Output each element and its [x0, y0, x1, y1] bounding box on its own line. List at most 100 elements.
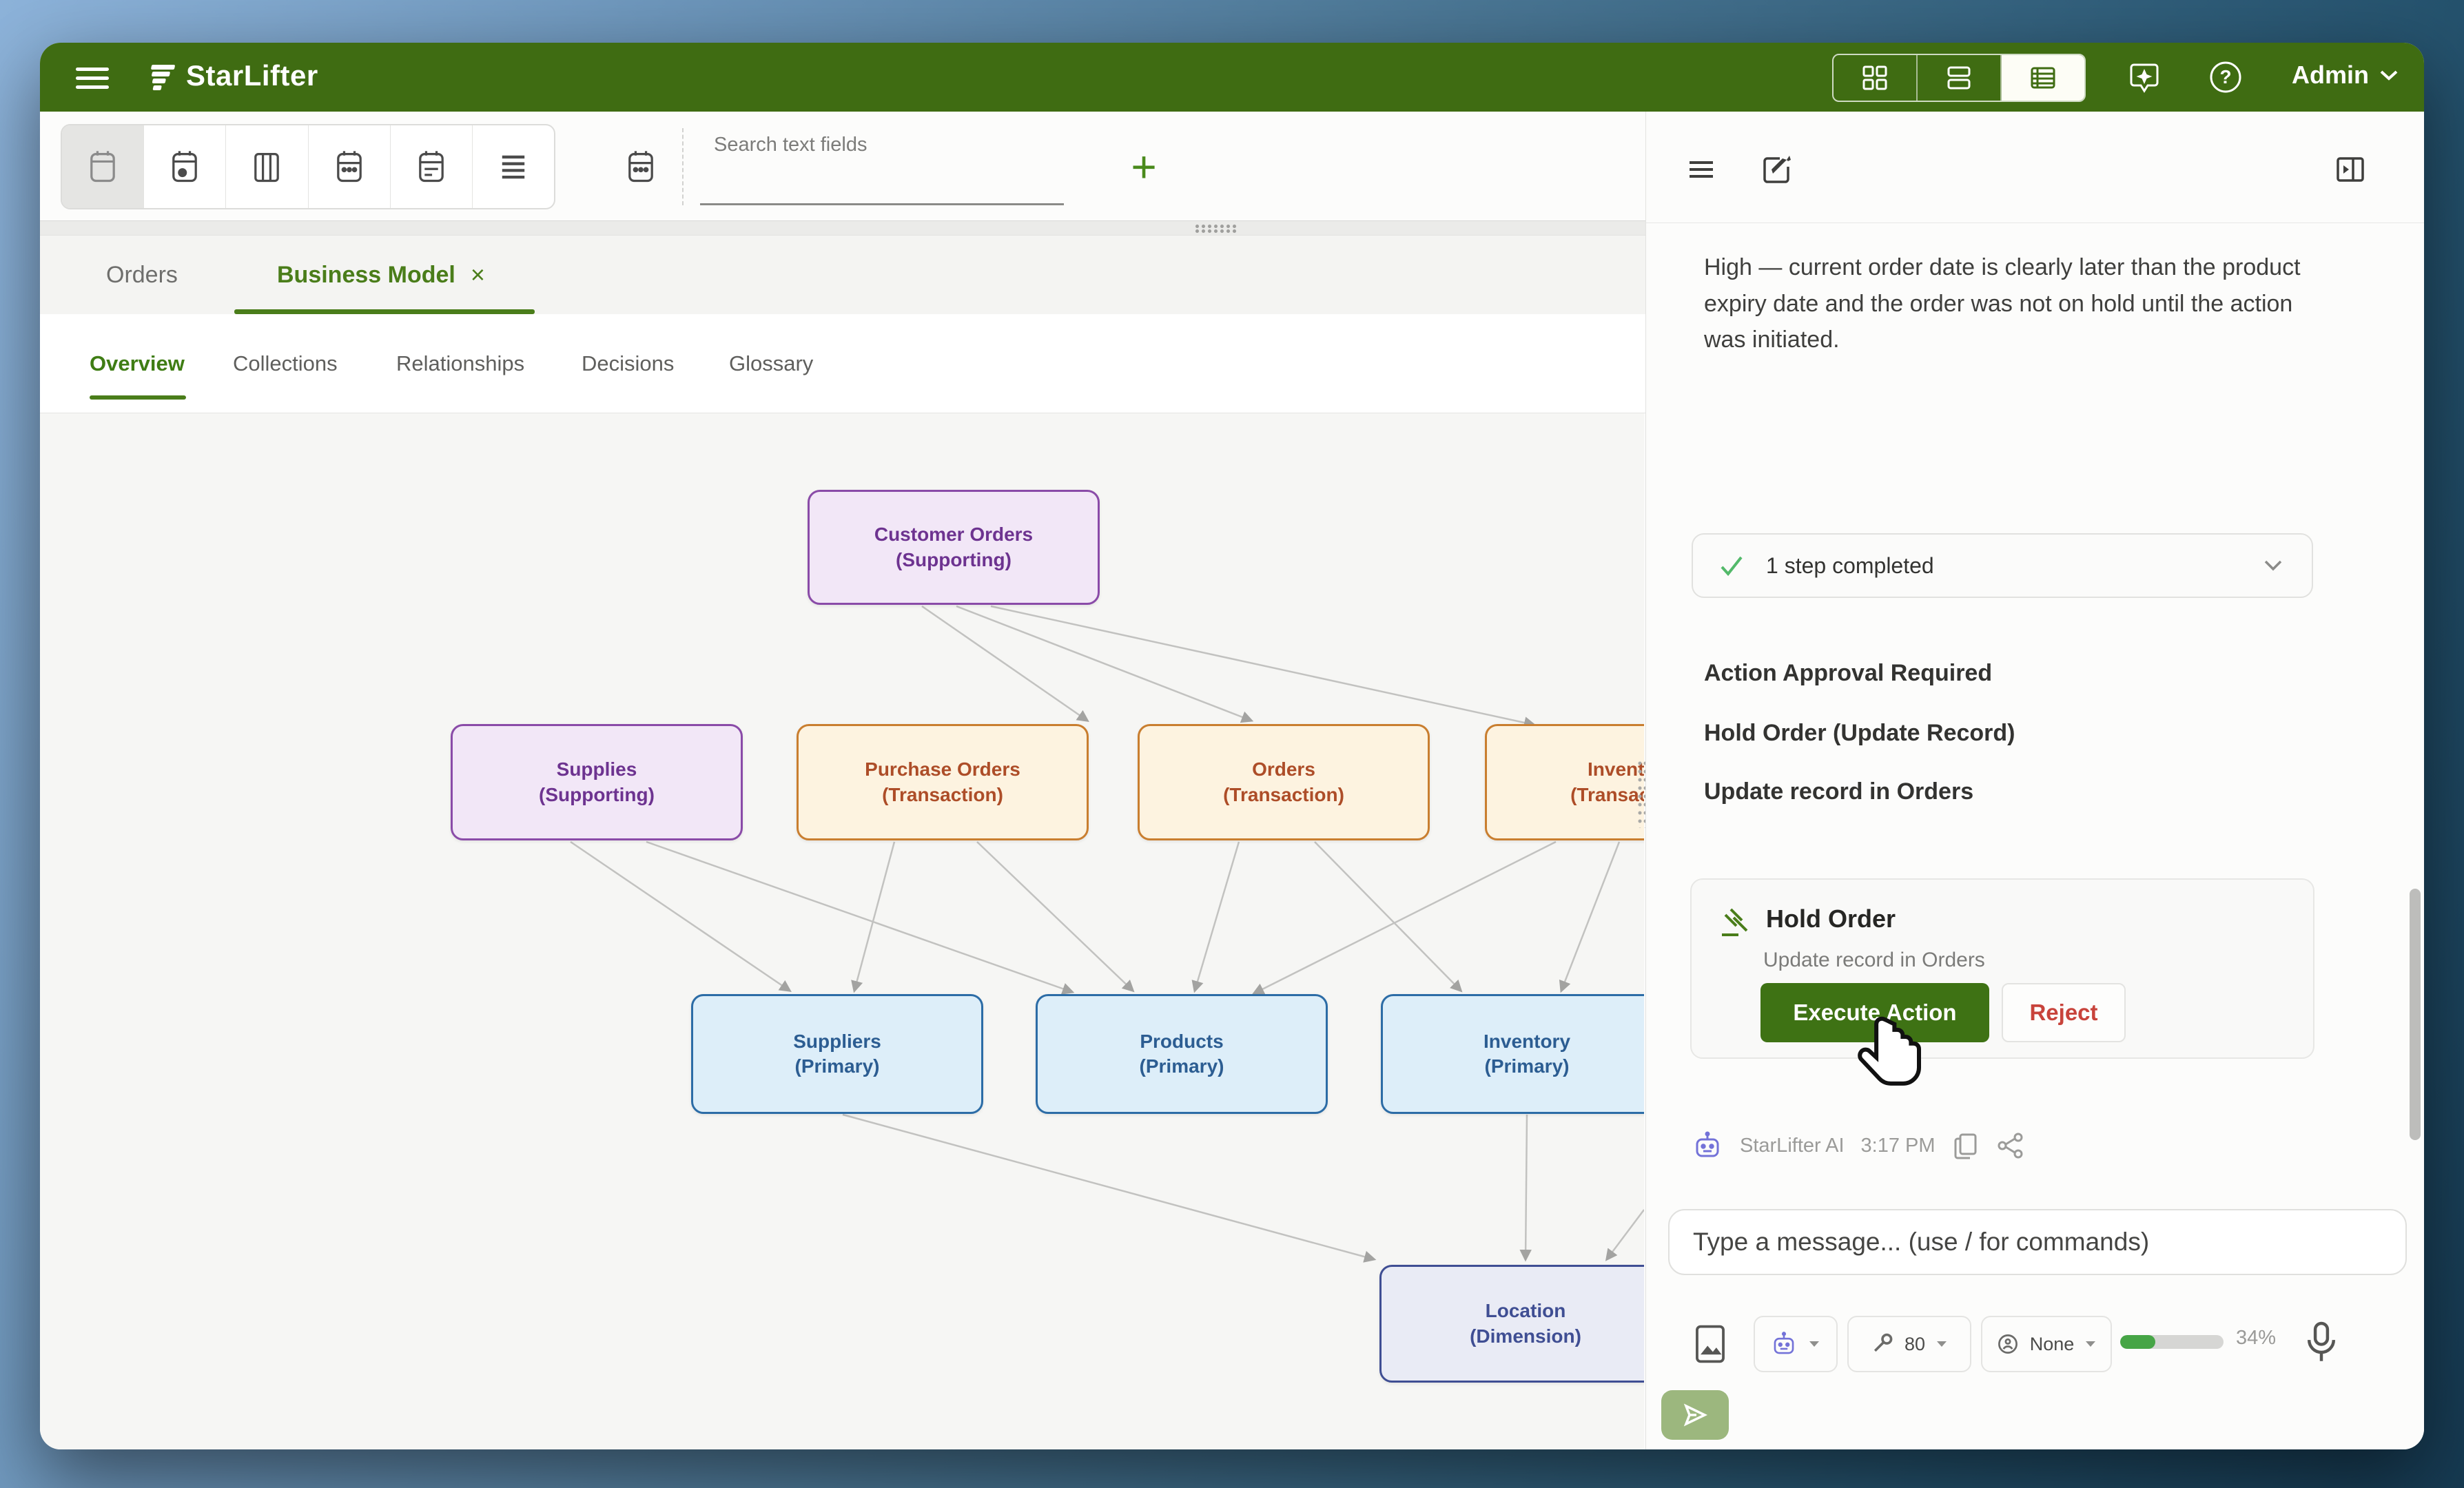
journal-icon — [90, 151, 115, 183]
context-usage-percent: 34% — [2236, 1327, 2277, 1349]
panel-scrollbar[interactable] — [2410, 889, 2421, 1140]
caret-down-icon — [1937, 1341, 1947, 1347]
approval-heading: Action Approval Required — [1704, 660, 1993, 686]
send-icon — [1683, 1403, 1708, 1427]
image-icon — [1696, 1325, 1725, 1363]
robot-icon — [1774, 1332, 1794, 1354]
share-icon[interactable] — [1996, 1131, 2025, 1160]
app-logo[interactable]: StarLifter — [143, 59, 318, 92]
active-subtab-underline — [90, 395, 186, 400]
split-view-button[interactable] — [1918, 55, 2002, 101]
search-underline — [700, 203, 1064, 205]
layout-toggle-group — [61, 124, 555, 209]
approval-action: Hold Order (Update Record) — [1704, 720, 2015, 746]
toolbar-divider — [682, 128, 684, 205]
persona-value: None — [2029, 1333, 2075, 1354]
subtab-relationships[interactable]: Relationships — [396, 351, 525, 375]
attach-image-button[interactable] — [1686, 1316, 1734, 1372]
token-limit-dropdown[interactable]: 80 — [1847, 1316, 1971, 1372]
columns-view-button[interactable] — [226, 125, 309, 208]
gavel-icon — [1722, 908, 1748, 936]
list-view-button[interactable] — [473, 125, 554, 208]
chat-menu-button[interactable] — [1682, 150, 1721, 189]
diagram-node-inventory-transaction[interactable]: Inventory(Transaction) — [1485, 724, 1644, 840]
diagram-canvas[interactable]: Customer Orders(Supporting) Supplies(Sup… — [40, 413, 1644, 1449]
grid-view-button[interactable] — [1834, 55, 1918, 101]
tab-strip: Orders Business Model × — [40, 236, 1645, 314]
diagram-node-location[interactable]: Location(Dimension) — [1379, 1265, 1644, 1383]
hamburger-menu-icon[interactable] — [76, 62, 109, 92]
calendar-dots-view-button[interactable] — [309, 125, 391, 208]
close-tab-icon[interactable]: × — [470, 260, 485, 289]
send-message-button[interactable] — [1661, 1390, 1729, 1440]
svg-text:?: ? — [2219, 66, 2231, 87]
collapse-panel-button[interactable] — [2331, 150, 2370, 189]
app-header: StarLifter — [40, 43, 2424, 112]
new-chat-button[interactable] — [1758, 150, 1796, 189]
steps-completed-accordion[interactable]: 1 step completed — [1692, 533, 2313, 598]
panel-overflow-menu[interactable] — [2408, 150, 2424, 189]
funnel-logo-icon — [151, 65, 175, 90]
table-view-icon — [2031, 67, 2055, 89]
search-placeholder: Search text fields — [714, 134, 867, 156]
divider-band — [40, 220, 1645, 236]
horizontal-drag-grip[interactable] — [1194, 224, 1237, 234]
message-meta-row: StarLifter AI 3:17 PM — [1692, 1130, 2025, 1161]
action-card-title: Hold Order — [1766, 905, 1896, 933]
calendar-agenda-view-button[interactable] — [391, 125, 473, 208]
logo-text: StarLifter — [186, 59, 318, 92]
search-field[interactable]: Search text fields — [700, 125, 1065, 208]
app-window: StarLifter — [40, 43, 2424, 1449]
subtab-collections[interactable]: Collections — [233, 351, 338, 375]
diagram-node-inventory-primary[interactable]: Inventory(Primary) — [1381, 994, 1644, 1114]
diagram-node-purchase-orders[interactable]: Purchase Orders(Transaction) — [797, 724, 1089, 840]
admin-menu[interactable]: Admin — [2292, 61, 2399, 90]
diagram-node-customer-orders[interactable]: Customer Orders(Supporting) — [808, 490, 1100, 605]
ai-chat-panel: High — current order date is clearly lat… — [1645, 112, 2424, 1449]
tab-business-model[interactable]: Business Model × — [277, 260, 485, 289]
diagram-node-orders[interactable]: Orders(Transaction) — [1138, 724, 1430, 840]
grid-view-icon — [1862, 65, 1887, 90]
subtab-overview[interactable]: Overview — [90, 351, 185, 375]
admin-label: Admin — [2292, 61, 2369, 89]
microphone-icon — [2307, 1321, 2336, 1361]
microphone-button[interactable] — [2302, 1319, 2346, 1370]
tab-orders[interactable]: Orders — [106, 261, 178, 288]
copy-icon[interactable] — [1952, 1130, 1980, 1161]
execute-action-button[interactable]: Execute Action — [1760, 983, 1989, 1042]
journal-dot-icon — [172, 151, 198, 183]
caret-down-icon — [1809, 1341, 1819, 1347]
message-timestamp: 3:17 PM — [1860, 1134, 1936, 1157]
hamburger-icon — [1690, 161, 1713, 178]
approval-detail: Update record in Orders — [1704, 778, 1974, 805]
add-button[interactable]: + — [1131, 142, 1157, 192]
reject-button[interactable]: Reject — [2002, 983, 2126, 1042]
chat-input[interactable]: Type a message... (use / for commands) — [1668, 1209, 2407, 1275]
context-usage-bar — [2120, 1335, 2224, 1349]
ai-message-text: High — current order date is clearly lat… — [1704, 254, 2301, 353]
feedback-sparkle-icon — [2130, 63, 2159, 93]
feedback-button[interactable] — [2122, 55, 2166, 99]
diagram-node-suppliers[interactable]: Suppliers(Primary) — [691, 994, 983, 1114]
steps-completed-label: 1 step completed — [1766, 552, 1934, 578]
calendar-extra-view-button[interactable] — [598, 124, 684, 209]
kebab-menu-icon — [2423, 152, 2424, 187]
journal-dot-view-button[interactable] — [144, 125, 227, 208]
diagram-node-supplies[interactable]: Supplies(Supporting) — [451, 724, 743, 840]
context-usage-fill — [2120, 1335, 2155, 1349]
subtab-glossary[interactable]: Glossary — [729, 351, 814, 375]
diagram-node-products[interactable]: Products(Primary) — [1036, 994, 1328, 1114]
table-view-button[interactable] — [2002, 55, 2084, 101]
agent-model-dropdown[interactable] — [1754, 1316, 1838, 1372]
journal-view-button[interactable] — [62, 125, 145, 208]
help-icon: ? — [2210, 61, 2241, 93]
columns-icon — [254, 153, 280, 183]
wrench-icon — [1873, 1333, 1893, 1352]
action-card-subtitle: Update record in Orders — [1763, 949, 1985, 971]
help-button[interactable]: ? — [2204, 55, 2248, 99]
action-approval-card: Hold Order Update record in Orders Execu… — [1690, 878, 2314, 1059]
chat-input-placeholder: Type a message... (use / for commands) — [1693, 1228, 2150, 1256]
persona-dropdown[interactable]: None — [1981, 1316, 2112, 1372]
subtab-decisions[interactable]: Decisions — [582, 351, 675, 375]
